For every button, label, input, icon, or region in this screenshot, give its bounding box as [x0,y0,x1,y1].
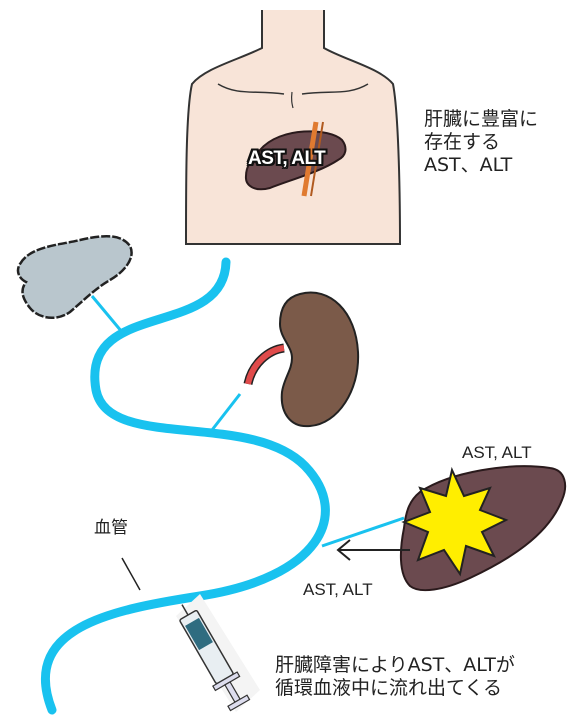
pancreas [18,236,132,318]
syringe-icon [170,594,260,712]
liver-rich-note: 肝臓に豊富に 存在する AST、ALT [424,108,538,177]
torso [186,10,400,244]
caption-line-1: 肝臓障害によりAST、ALTが [275,654,515,677]
blood-vessel-label: 血管 [94,513,128,538]
liver-rich-line-3: AST、ALT [424,154,538,177]
damaged-liver-enzyme-label: AST, ALT [462,443,532,463]
released-enzyme-label: AST, ALT [303,580,373,600]
liver-rich-line-1: 肝臓に豊富に [424,108,538,131]
caption-line-2: 循環血液中に流れ出てくる [275,677,515,700]
liver-rich-line-2: 存在する [424,131,538,154]
release-arrow [338,540,410,560]
vessel-pointer [122,558,140,590]
kidney [248,293,358,427]
pancreas-connector [92,296,122,332]
kidney-connector [212,394,240,430]
caption: 肝臓障害によりAST、ALTが 循環血液中に流れ出てくる [275,654,515,700]
damaged-liver [401,466,565,590]
liver-enzyme-label: AST, ALT [248,148,325,170]
liver-connector [322,518,404,546]
